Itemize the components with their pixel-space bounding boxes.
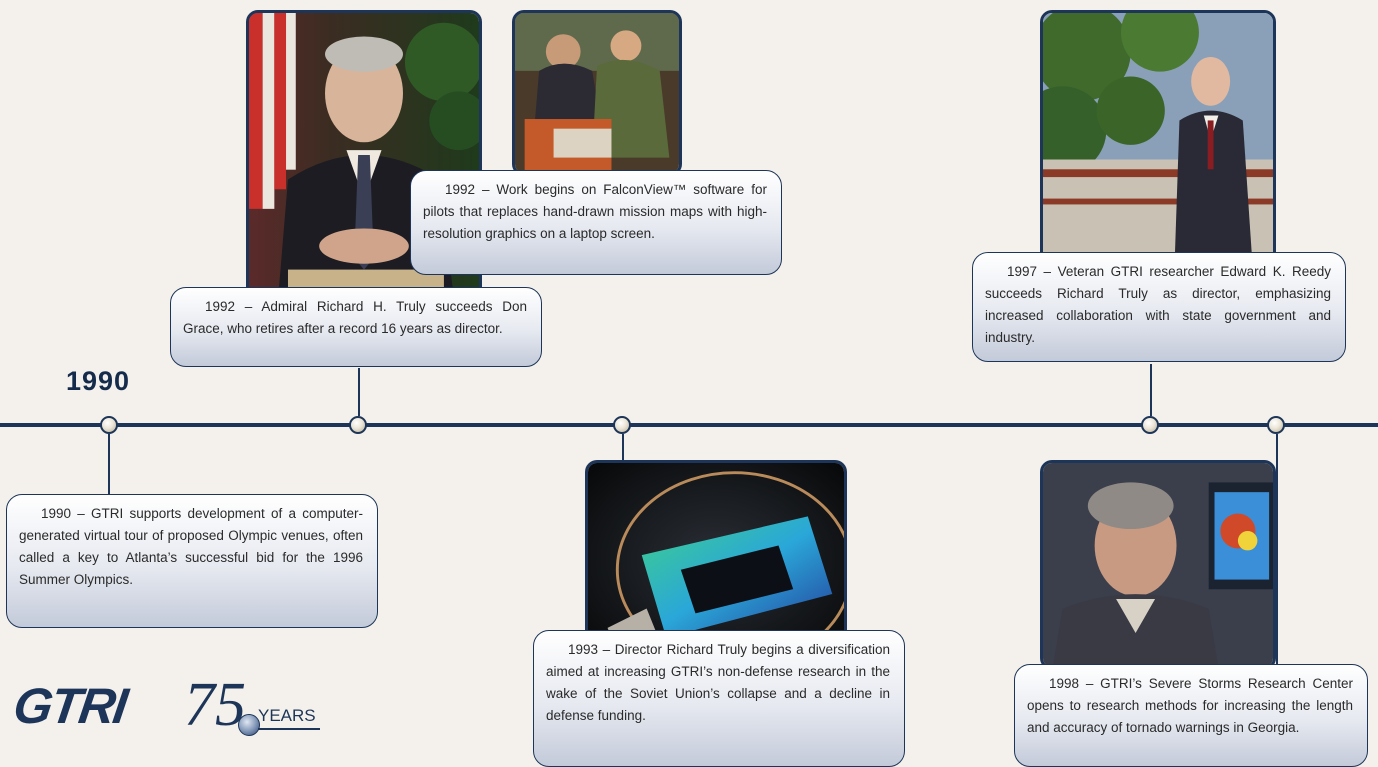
callout-falconview: 1992 – Work begins on FalconView™ softwa…	[410, 170, 782, 275]
logo-anniversary-number: 75	[184, 671, 246, 739]
timeline-node-1990[interactable]	[100, 416, 118, 434]
photo-diversification-device	[585, 460, 847, 660]
connector-storms	[1276, 434, 1278, 666]
timeline-node-1992[interactable]	[349, 416, 367, 434]
logo-wordmark: GTRI	[10, 678, 130, 734]
callout-olympic-tour: 1990 – GTRI supports development of a co…	[6, 494, 378, 628]
callout-severe-storms: 1998 – GTRI’s Severe Storms Research Cen…	[1014, 664, 1368, 767]
photo-edward-reedy	[1040, 10, 1276, 268]
connector-truly	[358, 368, 360, 416]
timeline-node-1998[interactable]	[1267, 416, 1285, 434]
timeline-node-1997[interactable]	[1141, 416, 1159, 434]
connector-reedy	[1150, 364, 1152, 416]
globe-icon	[238, 714, 260, 736]
logo-years-text: YEARS	[258, 706, 316, 725]
connector-olympic	[108, 434, 110, 494]
callout-reedy-director: 1997 – Veteran GTRI researcher Edward K.…	[972, 252, 1346, 362]
callout-truly-director: 1992 – Admiral Richard H. Truly succeeds…	[170, 287, 542, 367]
logo-underline	[258, 728, 320, 730]
timeline-node-1993[interactable]	[613, 416, 631, 434]
callout-diversification: 1993 – Director Richard Truly begins a d…	[533, 630, 905, 767]
photo-severe-storms	[1040, 460, 1276, 670]
gtri-75-years-logo: GTRI 75 YEARS	[10, 672, 324, 740]
decade-label: 1990	[66, 366, 131, 396]
photo-falconview	[512, 10, 682, 176]
connector-diversification	[622, 434, 624, 462]
timeline-axis	[0, 423, 1378, 427]
